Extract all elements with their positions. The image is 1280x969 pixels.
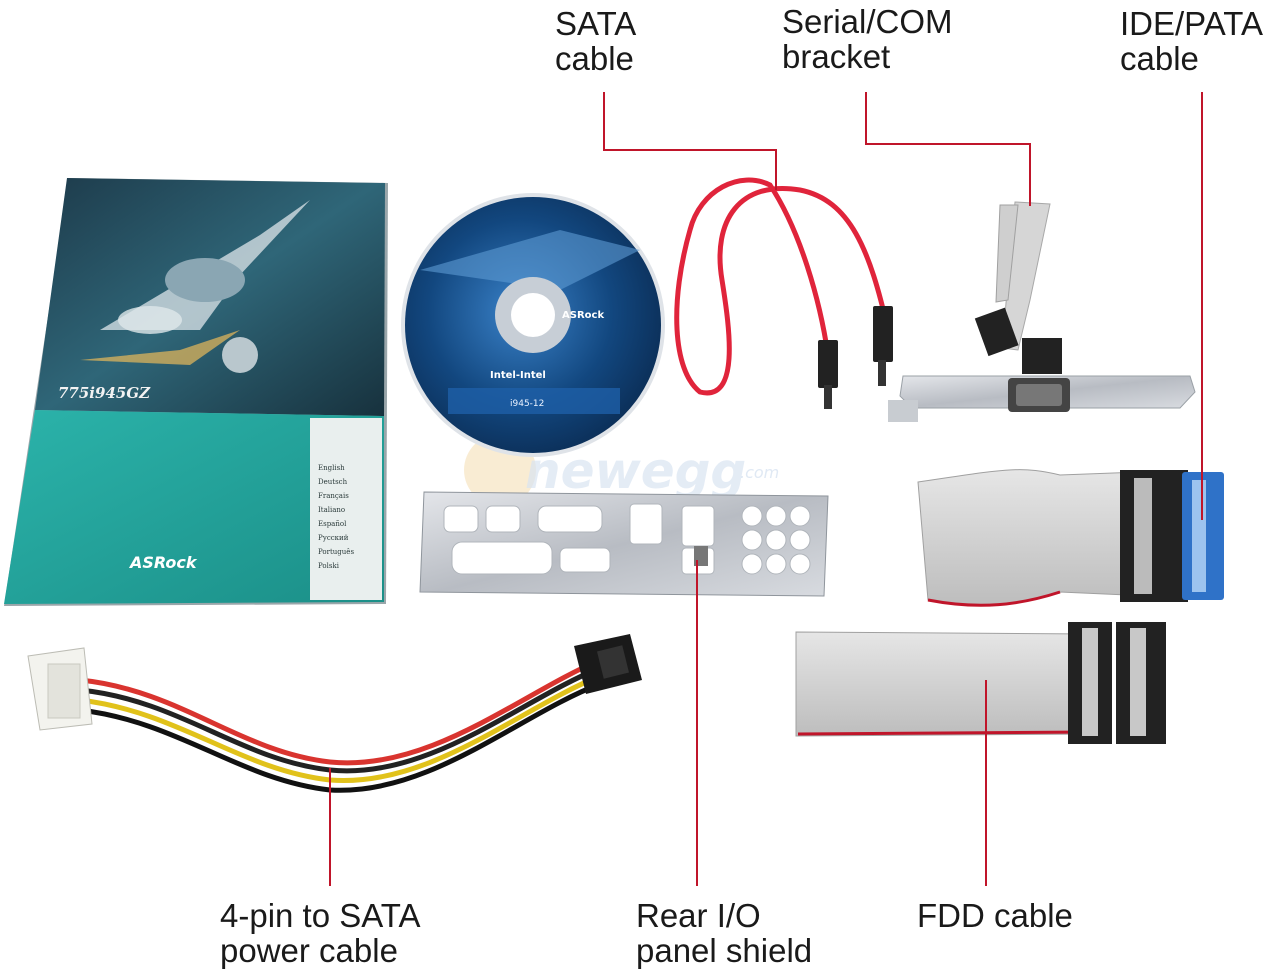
fdd-cable-label-line-1: FDD cable [917,897,1073,934]
ide-pata-label-line-2: cable [1120,40,1199,77]
fdd-cable-label: FDD cable [917,898,1073,933]
power-cable-label: 4-pin to SATA power cable [220,898,421,968]
language-4: Italiano [318,506,345,514]
ide-pata-cable [917,469,1224,607]
serial-com-bracket [888,201,1196,422]
language-3: Français [318,492,349,500]
sata-cable-label: SATA cable [555,6,636,76]
callout-lines [329,92,1203,886]
sata-cable-label-line-2: cable [555,40,634,77]
power-cable [27,634,642,793]
language-2: Deutsch [318,478,348,486]
watermark-suffix: .com [740,463,779,482]
ide-pata-label-line-1: IDE/PATA [1120,5,1264,42]
power-cable-label-line-1: 4-pin to SATA [220,897,421,934]
serial-com-bracket-label: Serial/COM bracket [782,4,953,74]
language-7: Português [318,548,354,556]
cd-logo: ASRock [562,310,604,321]
rear-io-shield-label: Rear I/O panel shield [636,898,812,968]
user-manual: 775i945GZ English Deutsch Français Itali… [4,178,388,606]
language-5: Español [318,520,347,528]
rear-io-label-line-1: Rear I/O [636,897,761,934]
serial-com-label-line-1: Serial/COM [782,3,953,40]
language-6: Русский [318,534,349,542]
sata-cable [674,177,893,409]
fdd-cable [795,622,1166,744]
language-1: English [318,464,345,472]
power-cable-label-line-2: power cable [220,932,398,969]
manual-languages: English Deutsch Français Italiano Españo… [318,464,354,570]
com-callout-line [865,92,1031,206]
cd-model: i945-12 [510,399,544,409]
spaceship-artwork [80,200,310,373]
rear-io-label-line-2: panel shield [636,932,813,969]
manual-brand-logo: ASRock [128,553,198,572]
serial-com-label-line-2: bracket [782,38,891,75]
cd-brand: Intel-Intel [490,370,546,381]
language-8: Polski [318,562,340,570]
sata-callout-line [603,92,777,190]
rear-io-shield [419,491,829,597]
ide-pata-cable-label: IDE/PATA cable [1120,6,1263,76]
sata-cable-label-line-1: SATA [555,5,637,42]
driver-cd: ASRock Intel-Intel i945-12 [401,193,665,457]
manual-model: 775i945GZ [58,384,151,402]
